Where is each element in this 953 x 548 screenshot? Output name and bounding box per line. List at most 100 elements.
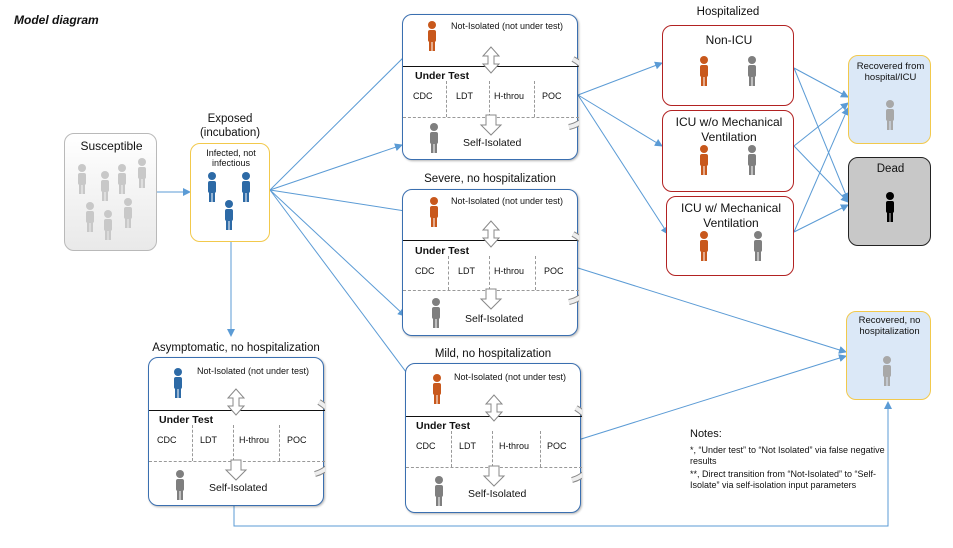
icu-w-label: ICU w/ Mechanical Ventilation [680, 201, 782, 230]
exposed-inner-label: Infected, not infectious [206, 148, 256, 168]
person-icon [700, 145, 708, 175]
arrow-icuwo-recovered [793, 102, 849, 147]
person-icon [101, 171, 109, 201]
test-col-ldt: LDT [200, 435, 218, 445]
arrow-exposed-hosp-group [269, 42, 419, 191]
exposed-sublabel: (incubation) [199, 127, 261, 139]
icu-w-box: ICU w/ Mechanical Ventilation [666, 196, 794, 276]
recovered-hospital-box: Recovered from hospital/ICU [848, 55, 931, 144]
test-col-poc: POC [287, 435, 307, 445]
divider [448, 256, 449, 290]
divider [233, 425, 234, 461]
arrow-hosp-icuw [577, 94, 669, 235]
diagram-title: Model diagram [14, 13, 99, 27]
notes-line-2: **, Direct transition from “Not-Isolated… [690, 469, 877, 490]
down-arrow-icon [479, 288, 503, 310]
person-icon [225, 200, 233, 230]
down-arrow-icon [479, 114, 503, 136]
icu-wo-people [700, 145, 756, 175]
under-test-label: Under Test [415, 70, 470, 82]
not-isolated-label: Not-Isolated (not under test) [451, 196, 564, 206]
double-arrow-icon [481, 220, 501, 248]
curved-arrow-icon [568, 232, 579, 304]
divider [451, 431, 452, 467]
mild-label: Mild, no hospitalization [434, 348, 552, 360]
test-box-hospitalized: Not-Isolated (not under test) Under Test… [402, 14, 579, 160]
recovered-nohosp-label: Recovered, no hospitalization [858, 315, 921, 337]
person-icon [138, 158, 146, 188]
asymptomatic-label: Asymptomatic, no hospitalization [152, 342, 320, 354]
arrow-hosp-noicu [577, 61, 663, 96]
under-test-label: Under Test [159, 414, 214, 426]
person-icon [176, 470, 184, 500]
arrow-exposed-mild [269, 189, 419, 389]
self-isolated-label: Self-Isolated [468, 488, 527, 500]
under-test-label: Under Test [415, 245, 470, 257]
not-isolated-label: Not-Isolated (not under test) [451, 21, 564, 31]
recovered-hospital-label: Recovered from hospital/ICU [856, 61, 925, 83]
dead-people [886, 192, 894, 222]
recovered-nohosp-box: Recovered, no hospitalization [846, 311, 931, 400]
double-arrow-icon [226, 388, 246, 416]
person-icon [754, 231, 762, 261]
dead-label: Dead [876, 163, 905, 175]
arrow-severe-recovered [577, 267, 847, 354]
divider [489, 256, 490, 290]
person-icon [118, 164, 126, 194]
arrow-mild-recovered [577, 354, 847, 441]
self-isolated-label: Self-Isolated [209, 482, 268, 494]
person-icon [886, 100, 894, 130]
notes-heading: Notes: [690, 428, 722, 440]
double-arrow-icon [481, 46, 501, 74]
test-col-ldt: LDT [459, 441, 477, 451]
arrow-exposed-hosp-self [269, 143, 403, 191]
test-box-graphics [433, 374, 582, 506]
hospitalized-label: Hospitalized [696, 6, 760, 18]
icu-wo-label: ICU w/o Mechanical Ventilation [675, 115, 783, 144]
self-isolated-label: Self-Isolated [465, 313, 524, 325]
exposed-box: Infected, not infectious [190, 143, 270, 242]
test-col-hthrou: H-throu [499, 441, 530, 451]
divider [492, 431, 493, 467]
person-icon [886, 192, 894, 222]
exposed-people [208, 172, 250, 230]
curved-arrow-icon [568, 56, 579, 130]
test-col-ldt: LDT [458, 266, 476, 276]
not-isolated-label: Not-Isolated (not under test) [454, 372, 567, 382]
icu-wo-box: ICU w/o Mechanical Ventilation [662, 110, 794, 192]
person-icon [208, 172, 216, 202]
person-icon [86, 202, 94, 232]
down-arrow-icon [224, 459, 248, 481]
down-arrow-icon [482, 465, 506, 487]
test-box-graphics [174, 368, 325, 500]
non-icu-box: Non-ICU [662, 25, 794, 106]
icu-w-people [700, 231, 762, 261]
test-col-poc: POC [544, 266, 564, 276]
divider [535, 256, 536, 290]
test-col-hthrou: H-throu [494, 91, 525, 101]
divider [279, 425, 280, 461]
test-box-severe: Not-Isolated (not under test) Under Test… [402, 189, 579, 336]
arrow-noicu-recovered [793, 67, 849, 98]
divider [192, 425, 193, 461]
person-icon [104, 210, 112, 240]
recovered-nohosp-people [883, 356, 891, 386]
arrow-icuw-dead [793, 204, 849, 233]
arrow-icuw-recovered [793, 107, 849, 233]
arrow-noicu-dead [793, 67, 850, 201]
person-icon [174, 368, 182, 398]
divider [534, 81, 535, 117]
person-icon [78, 164, 86, 194]
test-box-graphics [428, 21, 579, 153]
test-box-graphics [430, 197, 579, 328]
susceptible-people [78, 158, 146, 240]
arrow-icuwo-dead [793, 145, 849, 203]
person-icon [242, 172, 250, 202]
non-icu-label: Non-ICU [705, 33, 753, 47]
person-icon [433, 374, 441, 404]
test-col-cdc: CDC [413, 91, 433, 101]
test-col-ldt: LDT [456, 91, 474, 101]
susceptible-label: Susceptible [80, 139, 143, 153]
arrow-exposed-severe-self [269, 189, 406, 317]
divider [540, 431, 541, 467]
